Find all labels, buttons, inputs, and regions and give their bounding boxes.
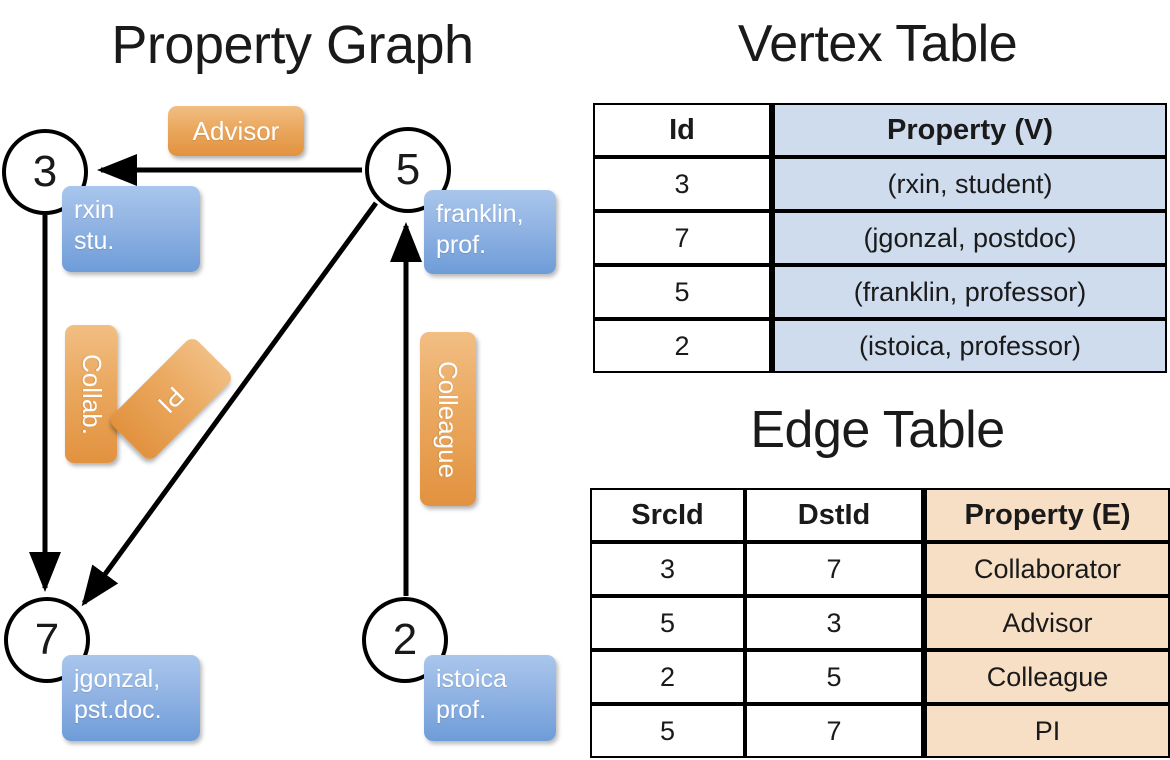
vertex-cell-id: 5 xyxy=(593,265,771,319)
graph-edges-layer xyxy=(29,154,422,607)
vertex-property-line-2: prof. xyxy=(436,695,487,724)
table-row[interactable]: 5 3 Advisor xyxy=(590,596,1170,650)
page-title-vertex-table: Vertex Table xyxy=(737,15,1018,73)
vertex-cell-id: 3 xyxy=(593,157,771,211)
edge-table-header-srcid: SrcId xyxy=(590,488,745,542)
vertex-cell-property: (jgonzal, postdoc) xyxy=(771,211,1167,265)
table-row[interactable]: 7 (jgonzal, postdoc) xyxy=(593,211,1167,265)
table-row[interactable]: 3 (rxin, student) xyxy=(593,157,1167,211)
edge-cell-srcid: 2 xyxy=(590,650,745,704)
edge-cell-srcid: 3 xyxy=(590,542,745,596)
vertex-cell-property: (istoica, professor) xyxy=(771,319,1167,373)
edge-cell-dstid: 5 xyxy=(745,650,923,704)
vertex-node-5[interactable]: 5 xyxy=(365,127,451,213)
vertex-table: Id Property (V) 3 (rxin, student) 7 (jgo… xyxy=(593,103,1167,373)
vertex-node-2[interactable]: 2 xyxy=(362,597,448,683)
vertex-property-box-jgonzal: jgonzal, pst.doc. xyxy=(62,655,200,741)
vertex-cell-property: (rxin, student) xyxy=(771,157,1167,211)
vertex-cell-id: 7 xyxy=(593,211,771,265)
edge-label-pi-text: PI xyxy=(152,380,191,419)
vertex-table-header-id: Id xyxy=(593,103,771,157)
vertex-property-line-1: franklin, xyxy=(436,200,524,228)
edge-table: SrcId DstId Property (E) 3 7 Collaborato… xyxy=(590,488,1170,758)
edge-cell-property: Collaborator xyxy=(923,542,1170,596)
table-row[interactable]: 2 5 Colleague xyxy=(590,650,1170,704)
vertex-cell-id: 2 xyxy=(593,319,771,373)
vertex-property-box-rxin: rxin stu. xyxy=(62,186,200,272)
edge-cell-srcid: 5 xyxy=(590,596,745,650)
page-title-edge-table: Edge Table xyxy=(750,401,1005,459)
table-row[interactable]: 2 (istoica, professor) xyxy=(593,319,1167,373)
vertex-table-header-row: Id Property (V) xyxy=(593,103,1167,157)
edge-table-header-row: SrcId DstId Property (E) xyxy=(590,488,1170,542)
edge-label-collab-text: Collab. xyxy=(76,353,107,435)
edge-cell-srcid: 5 xyxy=(590,704,745,758)
edge-cell-property: Advisor xyxy=(923,596,1170,650)
vertex-property-line-2: stu. xyxy=(74,226,115,255)
vertex-property-line-1: istoica xyxy=(436,665,507,693)
vertex-property-line-2: prof. xyxy=(436,230,487,259)
table-row[interactable]: 5 7 PI xyxy=(590,704,1170,758)
table-row[interactable]: 5 (franklin, professor) xyxy=(593,265,1167,319)
property-graph-diagram: 3 5 7 2 rxin stu. franklin, prof. jgonza… xyxy=(2,106,556,741)
vertex-property-box-franklin: franklin, prof. xyxy=(424,190,556,274)
vertex-property-line-1: rxin xyxy=(74,196,115,224)
edge-cell-property: Colleague xyxy=(923,650,1170,704)
edge-cell-property: PI xyxy=(923,704,1170,758)
edge-label-advisor-text: Advisor xyxy=(192,115,280,146)
edge-table-header-property: Property (E) xyxy=(923,488,1170,542)
edge-cell-dstid: 7 xyxy=(745,542,923,596)
edge-label-advisor: Advisor xyxy=(168,106,304,156)
edge-table-header-dstid: DstId xyxy=(745,488,923,542)
vertex-cell-property: (franklin, professor) xyxy=(771,265,1167,319)
edge-pi-5-to-7 xyxy=(81,201,379,607)
edge-label-collab: Collab. xyxy=(65,325,117,463)
vertex-property-line-1: jgonzal, xyxy=(74,665,161,693)
page-title-property-graph: Property Graph xyxy=(111,15,474,75)
edge-cell-dstid: 3 xyxy=(745,596,923,650)
vertex-property-line-2: pst.doc. xyxy=(74,695,162,724)
edge-label-colleague-text: Colleague xyxy=(433,360,464,478)
vertex-table-header-property: Property (V) xyxy=(771,103,1167,157)
table-row[interactable]: 3 7 Collaborator xyxy=(590,542,1170,596)
edge-label-colleague: Colleague xyxy=(420,332,476,506)
vertex-property-box-istoica: istoica prof. xyxy=(424,655,556,741)
edge-cell-dstid: 7 xyxy=(745,704,923,758)
